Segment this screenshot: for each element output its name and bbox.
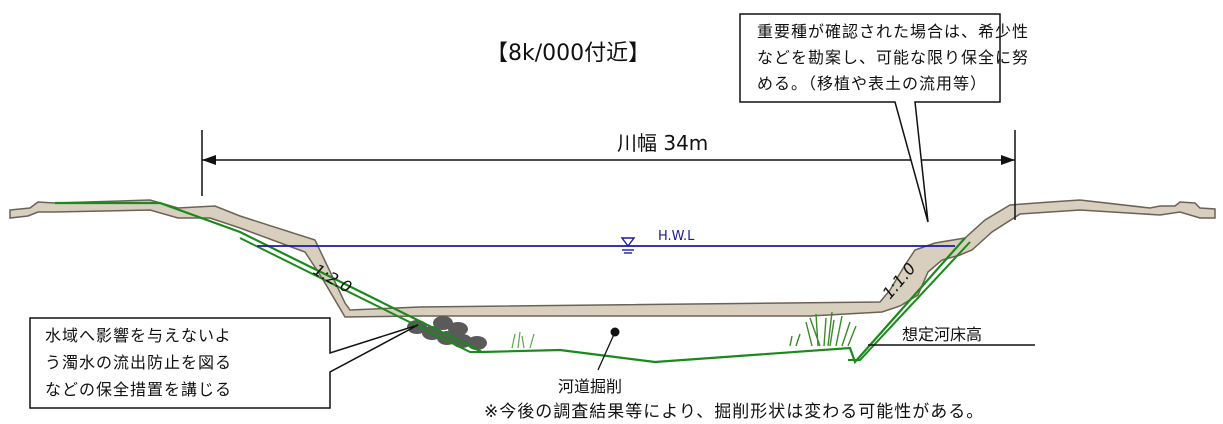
callout-right-line1: 重要種が確認された場合は、希少性 [757,22,1029,41]
excavation-line [55,201,966,365]
hwl-label: H.W.L [658,229,695,244]
callout-left-line2: う濁水の流出防止を図る [45,353,232,372]
callout-left-line1: 水域へ影響を与えないよ [45,326,232,345]
excavation-leader [597,331,616,371]
excavation-label: 河道掘削 [558,377,622,396]
excavation-line-offset [239,237,971,361]
page-title: 【8k/000付近】 [486,41,650,66]
river-width-label: 川幅 34m [617,131,708,155]
callout-left-line3: などの保全措置を講じる [45,380,232,399]
aquatic-plants-left [511,331,535,349]
width-arrow-left-icon [202,155,216,165]
existing-ground [9,199,1216,318]
callout-left-box [29,317,419,409]
footnote: ※今後の調査結果等により、掘削形状は変わる可能性がある。 [484,402,984,422]
planned-bed-label: 想定河床高 [902,325,982,344]
width-arrow-right-icon [1001,155,1015,165]
callout-right-box [739,13,1001,223]
hwl-triangle-icon [620,237,636,254]
callout-right-line3: める。（移植や表土の流用等） [757,74,987,93]
callout-right-line2: などを勘案し、可能な限り保全に努 [757,48,1029,67]
aquatic-plants-right [789,311,857,347]
